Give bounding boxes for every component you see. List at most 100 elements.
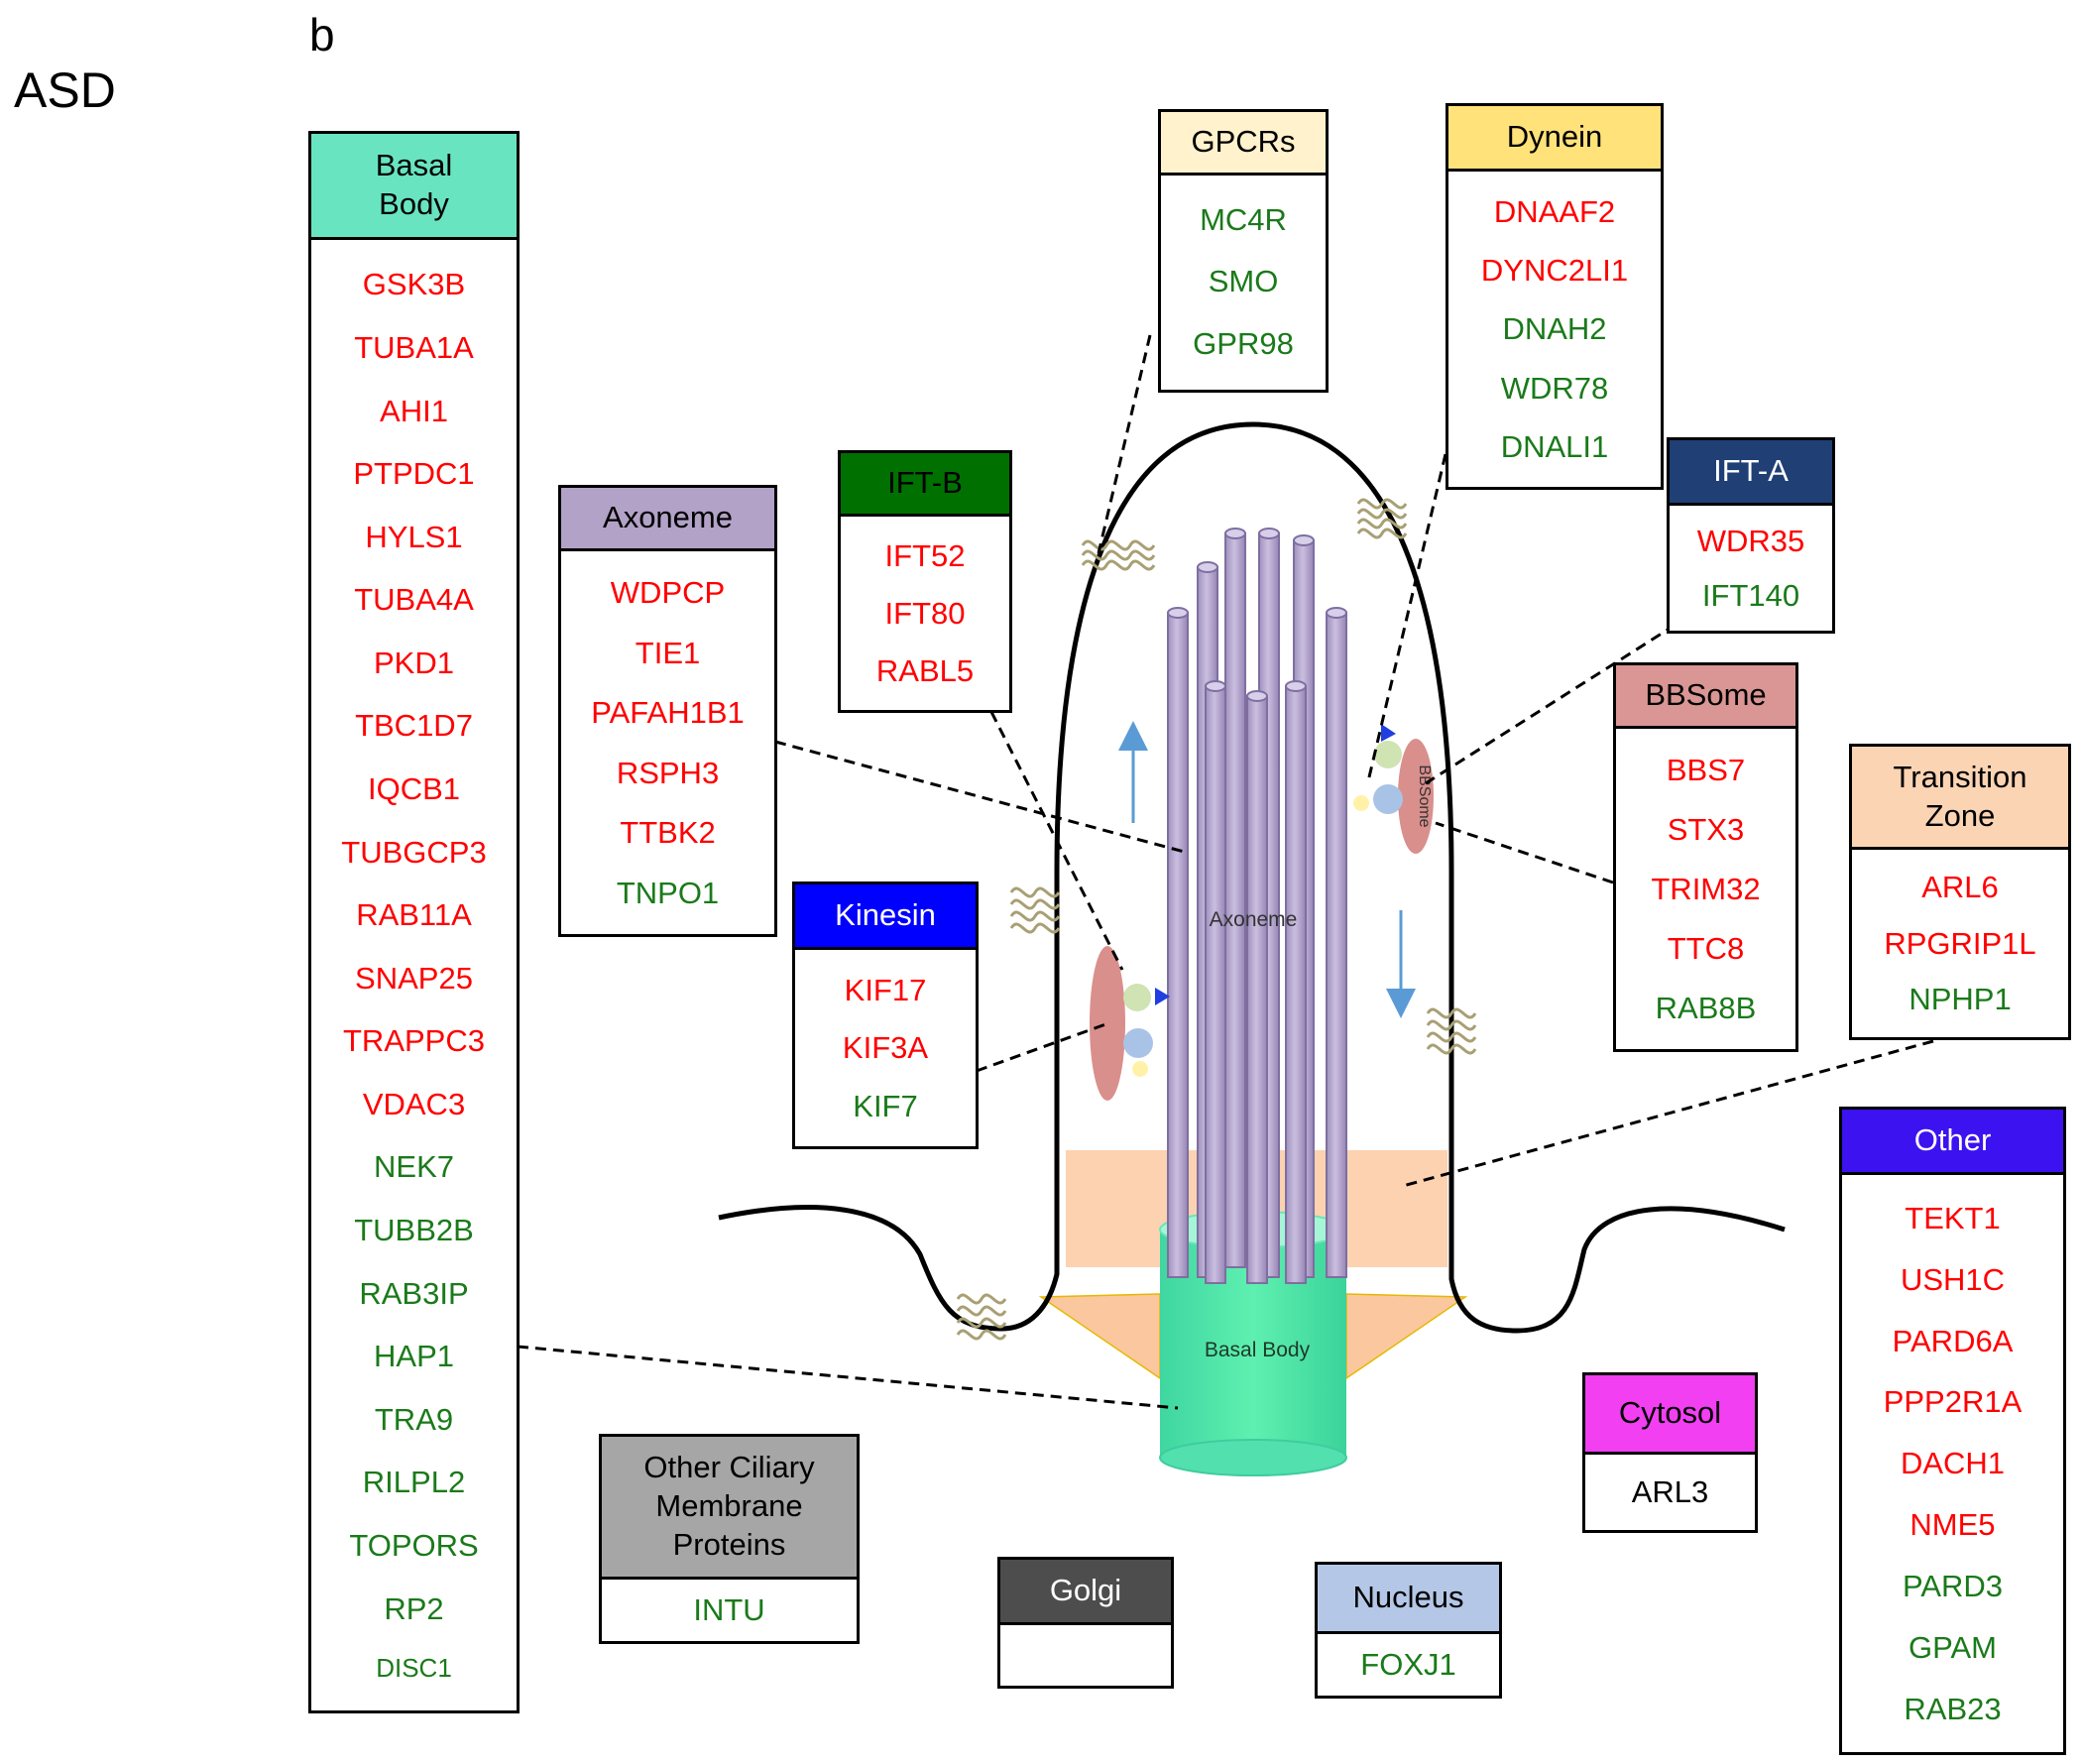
gene-vdac3: VDAC3 [362, 1086, 466, 1121]
ift-train-right: BBSome [1353, 724, 1434, 854]
gene-arl3: ARL3 [1631, 1474, 1709, 1510]
nucleus-gene-list: FOXJ1 [1318, 1634, 1499, 1696]
gene-intu: INTU [693, 1592, 765, 1628]
gpcrs-box: GPCRs MC4R SMO GPR98 [1158, 109, 1329, 393]
gene-tbc1d7: TBC1D7 [355, 708, 473, 744]
gene-nek7: NEK7 [374, 1149, 454, 1185]
gene-smo: SMO [1208, 264, 1279, 299]
ift-b-header: IFT-B [841, 453, 1009, 517]
axoneme-box: Axoneme WDPCP TIE1 PAFAH1B1 RSPH3 TTBK2 … [558, 485, 777, 937]
other-membrane-header: Other Ciliary Membrane Proteins [602, 1437, 857, 1580]
gpcrs-gene-list: MC4R SMO GPR98 [1161, 176, 1326, 388]
gene-ift140: IFT140 [1701, 577, 1800, 613]
gene-rilpl2: RILPL2 [362, 1465, 466, 1500]
gene-kif3a: KIF3A [842, 1030, 929, 1066]
bbsome-gene-list: BBS7 STX3 TRIM32 TTC8 RAB8B [1616, 729, 1795, 1049]
nucleus-box: Nucleus FOXJ1 [1315, 1562, 1502, 1699]
basal-body-box: Basal Body GSK3B TUBA1A AHI1 PTPDC1 HYLS… [308, 131, 520, 1713]
other-header: Other [1842, 1110, 2063, 1175]
gene-arl6: ARL6 [1921, 870, 1999, 905]
transition-zone-header: Transition Zone [1852, 747, 2068, 850]
ift-a-box: IFT-A WDR35 IFT140 [1667, 437, 1835, 634]
gene-kif17: KIF17 [844, 972, 927, 1007]
gene-dach1: DACH1 [1900, 1446, 2006, 1481]
cytosol-gene-list: ARL3 [1585, 1455, 1755, 1530]
axoneme-microtubules [1167, 528, 1347, 1284]
gene-topors: TOPORS [349, 1527, 479, 1563]
golgi-header: Golgi [1000, 1560, 1171, 1625]
axoneme-diagram-label: Axoneme [1210, 908, 1298, 931]
cytosol-title: Cytosol [1618, 1395, 1722, 1431]
dynein-box: Dynein DNAAF2 DYNC2LI1 DNAH2 WDR78 DNALI… [1446, 103, 1664, 490]
gene-dnaaf2: DNAAF2 [1493, 194, 1616, 229]
gene-rab3ip: RAB3IP [359, 1275, 469, 1311]
gene-dync2li1: DYNC2LI1 [1480, 253, 1629, 289]
golgi-gene-list [1000, 1625, 1171, 1686]
gene-snap25: SNAP25 [355, 960, 473, 996]
gene-gpam: GPAM [1908, 1630, 1997, 1666]
gene-pafah1b1: PAFAH1B1 [591, 695, 745, 731]
other-box: Other TEKT1 USH1C PARD6A PPP2R1A DACH1 N… [1839, 1107, 2066, 1755]
gene-hyls1: HYLS1 [365, 519, 463, 554]
gene-rab8b: RAB8B [1655, 990, 1757, 1025]
gene-ift52: IFT52 [884, 537, 966, 573]
cilium-membrane [718, 421, 1786, 1334]
gene-ptpdc1: PTPDC1 [353, 456, 475, 492]
nucleus-header: Nucleus [1318, 1565, 1499, 1634]
gene-tubgcp3: TUBGCP3 [341, 834, 487, 870]
gene-foxj1: FOXJ1 [1360, 1647, 1456, 1683]
kinesin-title: Kinesin [835, 897, 936, 933]
gene-tnpo1: TNPO1 [616, 875, 720, 910]
gene-pkd1: PKD1 [374, 645, 454, 680]
axoneme-title: Axoneme [603, 500, 733, 535]
bbsome-title: BBSome [1645, 677, 1767, 713]
connector-lines [517, 334, 1934, 1410]
gene-nphp1: NPHP1 [1908, 982, 2012, 1017]
gene-rsph3: RSPH3 [616, 755, 720, 790]
gene-rpgrip1l: RPGRIP1L [1884, 925, 2036, 961]
gene-ppp2r1a: PPP2R1A [1883, 1384, 2023, 1420]
gene-wdpcp: WDPCP [610, 575, 726, 611]
gene-ahi1: AHI1 [380, 393, 448, 428]
other-title: Other [1913, 1122, 1992, 1158]
gene-iqcb1: IQCB1 [367, 771, 461, 807]
other-membrane-gene-list: INTU [602, 1580, 857, 1641]
gene-rp2: RP2 [384, 1590, 444, 1626]
ift-a-title: IFT-A [1713, 453, 1789, 489]
other-gene-list: TEKT1 USH1C PARD6A PPP2R1A DACH1 NME5 PA… [1842, 1175, 2063, 1752]
gene-rab11a: RAB11A [356, 897, 472, 933]
gene-mc4r: MC4R [1200, 201, 1287, 237]
gene-nme5: NME5 [1909, 1507, 1996, 1543]
gene-tie1: TIE1 [635, 635, 701, 670]
basal-body-diagram-label: Basal Body [1205, 1339, 1311, 1361]
gene-dnali1: DNALI1 [1500, 428, 1609, 464]
bbsome-diagram-label: BBSome [1416, 764, 1433, 827]
axoneme-header: Axoneme [561, 488, 774, 551]
gene-ift80: IFT80 [884, 595, 966, 631]
kinesin-gene-list: KIF17 KIF3A KIF7 [795, 950, 976, 1146]
disease-label: ASD [14, 62, 116, 118]
gene-tuba4a: TUBA4A [354, 582, 474, 618]
gene-pard3: PARD3 [1902, 1569, 2004, 1604]
gene-trappc3: TRAPPC3 [343, 1023, 485, 1059]
kinesin-box: Kinesin KIF17 KIF3A KIF7 [792, 882, 979, 1149]
gene-tra9: TRA9 [374, 1401, 454, 1437]
gene-hap1: HAP1 [374, 1339, 454, 1374]
dynein-gene-list: DNAAF2 DYNC2LI1 DNAH2 WDR78 DNALI1 [1448, 172, 1661, 487]
gene-pard6a: PARD6A [1892, 1323, 2014, 1358]
gene-dnah2: DNAH2 [1502, 311, 1607, 347]
bbsome-box: BBSome BBS7 STX3 TRIM32 TTC8 RAB8B [1613, 662, 1798, 1052]
nucleus-title: Nucleus [1352, 1580, 1464, 1615]
transition-zone-box: Transition Zone ARL6 RPGRIP1L NPHP1 [1849, 744, 2071, 1040]
gpcr-receptors [956, 498, 1477, 1341]
other-membrane-box: Other Ciliary Membrane Proteins INTU [599, 1434, 860, 1644]
gene-gsk3b: GSK3B [362, 267, 466, 302]
transition-zone-gene-list: ARL6 RPGRIP1L NPHP1 [1852, 850, 2068, 1037]
other-membrane-title: Other Ciliary Membrane Proteins [643, 1450, 815, 1562]
basal-body-fan-left [1038, 1293, 1161, 1380]
gpcrs-title: GPCRs [1191, 124, 1296, 160]
gene-ttc8: TTC8 [1667, 930, 1745, 966]
transition-zone-title: Transition Zone [1893, 759, 2027, 833]
ift-b-gene-list: IFT52 IFT80 RABL5 [841, 517, 1009, 710]
